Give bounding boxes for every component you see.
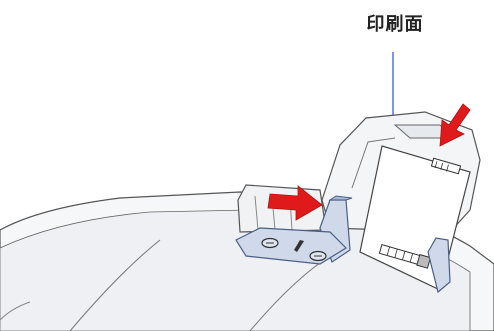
stamp-box bbox=[416, 253, 432, 269]
postal-code-boxes-top bbox=[430, 157, 462, 175]
print-side-label: 印刷面 bbox=[366, 14, 424, 35]
box-divider-1 bbox=[434, 161, 438, 169]
box-divider-3 bbox=[446, 164, 449, 172]
box-divider-5 bbox=[394, 248, 398, 258]
arrow-right-icon bbox=[267, 185, 323, 221]
feeder-rib-1 bbox=[254, 195, 259, 231]
box-divider-4 bbox=[386, 246, 390, 256]
arrow-down-left-icon bbox=[439, 103, 471, 147]
box-divider-7 bbox=[409, 253, 414, 263]
front-edge bbox=[0, 301, 31, 321]
support-ridge bbox=[351, 137, 396, 189]
box-divider-2 bbox=[440, 162, 444, 170]
cover-seam-left bbox=[69, 239, 161, 331]
paper-guide-top bbox=[328, 195, 353, 201]
box-divider-6 bbox=[402, 251, 406, 261]
indicator-lamp bbox=[294, 240, 304, 252]
right-paper-guide bbox=[427, 237, 451, 294]
